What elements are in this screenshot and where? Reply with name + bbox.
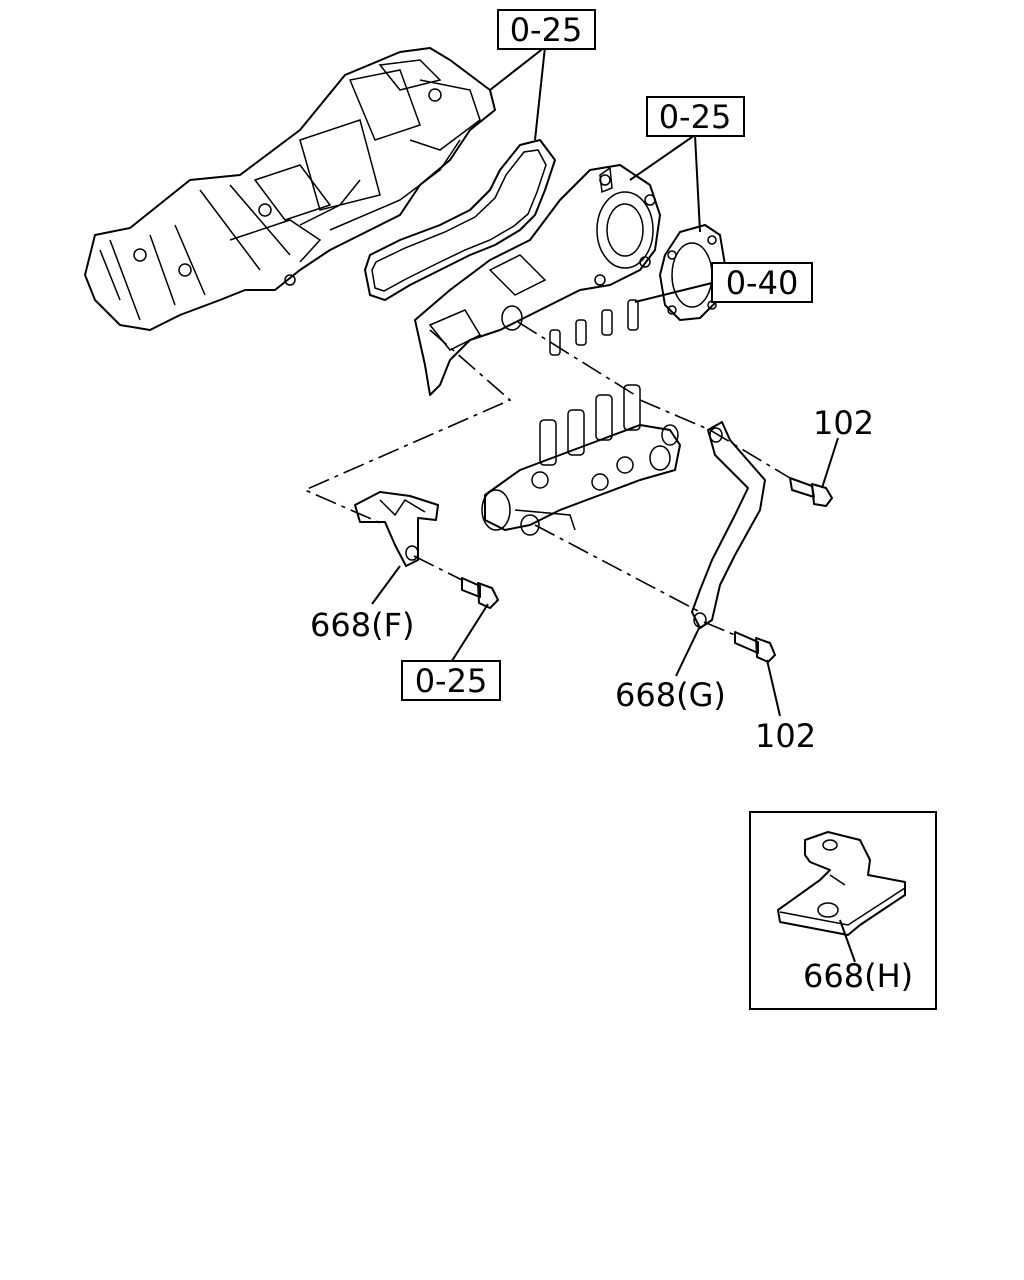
label-bracket-f: 668(F) bbox=[310, 606, 414, 644]
ref-box-rail[interactable]: 0-40 bbox=[711, 262, 813, 303]
ref-box-mid-text: 0-25 bbox=[659, 98, 732, 136]
bracket-668g bbox=[691, 421, 766, 629]
ref-box-rail-text: 0-40 bbox=[726, 264, 799, 302]
leader-top-ref bbox=[489, 46, 546, 141]
label-bracket-h: 668(H) bbox=[803, 957, 913, 995]
intake-manifold bbox=[84, 47, 496, 331]
leader-bracket-g bbox=[675, 625, 701, 677]
label-bolt-lower: 102 bbox=[755, 717, 816, 755]
leader-rail-ref bbox=[634, 282, 713, 303]
label-bracket-g: 668(G) bbox=[615, 676, 726, 714]
ref-box-mid[interactable]: 0-25 bbox=[646, 96, 745, 137]
alignment-line-rail-lower bbox=[534, 524, 701, 613]
alignment-line-housing-to-rail bbox=[517, 321, 636, 396]
leader-bolt-lower bbox=[766, 659, 781, 717]
alignment-line-housing-to-bracket bbox=[303, 329, 512, 526]
bolt-0-25-bracket bbox=[461, 577, 499, 609]
throttle-housing bbox=[414, 164, 661, 396]
inset-bracket-668h: 668(H) bbox=[749, 811, 937, 1010]
bolt-102-lower bbox=[734, 631, 776, 663]
alignment-line-f-to-bolt bbox=[413, 555, 463, 581]
manifold-gasket bbox=[364, 139, 556, 301]
ref-box-top[interactable]: 0-25 bbox=[497, 9, 596, 50]
leader-bottom-ref bbox=[449, 603, 489, 665]
bracket-668f bbox=[354, 491, 439, 567]
leader-bracket-f bbox=[371, 565, 401, 605]
label-bolt-upper: 102 bbox=[813, 404, 874, 442]
ref-box-top-text: 0-25 bbox=[510, 11, 583, 49]
leader-mid-ref bbox=[629, 134, 701, 233]
leader-bolt-upper bbox=[821, 437, 839, 489]
ref-box-bottom[interactable]: 0-25 bbox=[401, 660, 501, 701]
bolt-102-upper bbox=[789, 477, 833, 507]
common-rail bbox=[481, 299, 681, 536]
alignment-line-g-to-bolt bbox=[703, 621, 736, 636]
alignment-line-rail-to-bolt bbox=[639, 399, 791, 479]
ref-box-bottom-text: 0-25 bbox=[415, 662, 488, 700]
